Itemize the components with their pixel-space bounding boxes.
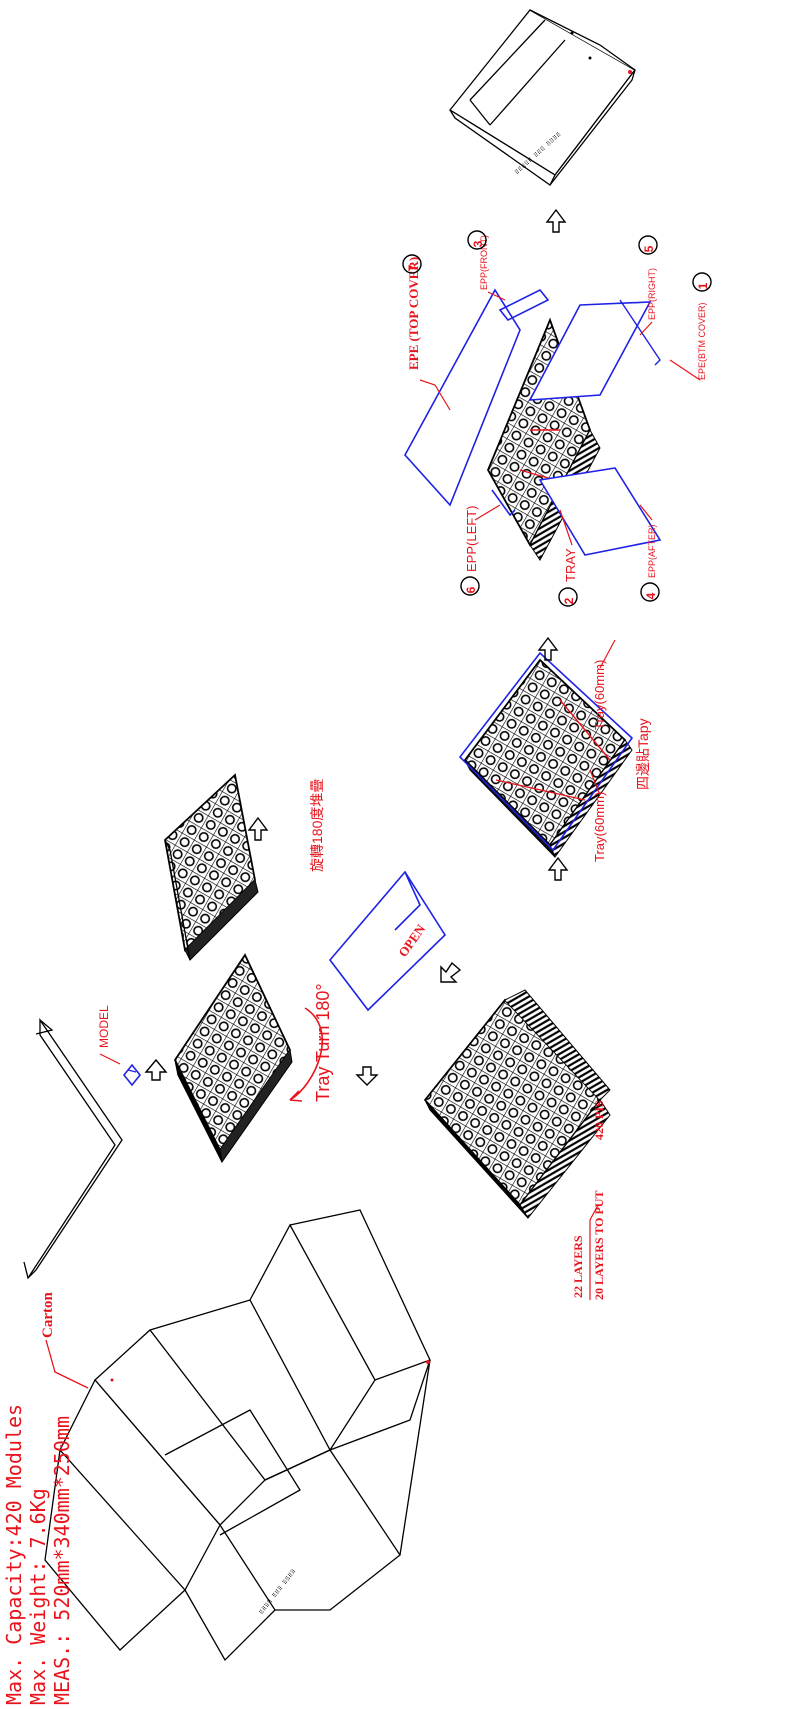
epp-left-leader	[474, 504, 501, 521]
tray-60-left-leader	[589, 769, 601, 796]
spec-meas: MEAS.: 520mm*340mm*250mm	[50, 1416, 74, 1705]
step-7-badge: 7	[402, 254, 422, 274]
epe-top-label: EPE (TOP COVER)	[406, 257, 421, 370]
tray-60-left-label: Tray(60mm)	[592, 792, 607, 862]
closed-box-drawing	[449, 9, 636, 186]
pcs-420-label: 420 PIS	[592, 1100, 606, 1140]
tray-label: TRAY	[563, 548, 578, 582]
tray-turn-arc	[289, 1007, 324, 1101]
spec-capacity: Max. Capacity:420 Modules	[2, 1404, 26, 1705]
layers-20-label: 20 LAYERS TO PUT	[592, 1191, 606, 1300]
arrow-down-left	[440, 961, 462, 983]
exploded-assembly-drawing	[404, 288, 662, 561]
arrow-up-3	[547, 856, 569, 881]
model-part	[122, 1063, 142, 1087]
flipped-tray-drawing	[164, 773, 259, 961]
tray-stack-22-drawing	[423, 989, 611, 1219]
step-3-badge: 3	[467, 230, 487, 250]
epp-front-label: EPP(FRONT)	[479, 235, 489, 290]
step-1-badge: 1	[692, 272, 712, 292]
closed-box-dot-b	[588, 56, 592, 60]
epp-after-leader	[639, 504, 653, 521]
epp-right-leader	[639, 321, 653, 336]
carton-label: Carton	[40, 1292, 56, 1338]
carton-red-dot-2	[110, 1378, 114, 1382]
svg-text:1: 1	[696, 282, 710, 289]
open-sheet-drawing	[328, 870, 447, 1012]
tray-60-right-leader	[599, 639, 616, 669]
carton-leader	[45, 1339, 89, 1389]
closed-box-red-dot	[628, 70, 632, 74]
epp-after-label: EPP(AFTER)	[647, 524, 657, 578]
taped-stack-drawing	[458, 651, 634, 859]
model-label: MODEL	[97, 1005, 111, 1048]
arrow-right-1	[355, 1066, 379, 1086]
tray-leader	[559, 509, 573, 546]
step-2-badge: 2	[558, 587, 578, 607]
epp-front-leader	[487, 291, 506, 301]
arrow-up-5	[545, 208, 567, 233]
svg-text:4: 4	[644, 592, 658, 599]
tray-60-right-label: Tray(60mm)	[592, 660, 607, 730]
layers-underline	[589, 1204, 599, 1300]
epe-btm-leader	[669, 359, 701, 381]
svg-text:3: 3	[471, 240, 485, 247]
epe-btm-label: EPE(BTM COVER)	[697, 302, 707, 380]
carton-red-dot	[426, 1360, 430, 1364]
epe-top-leader	[419, 379, 451, 411]
svg-text:2: 2	[562, 597, 576, 604]
svg-text:5: 5	[642, 245, 656, 252]
arrow-up-4	[537, 636, 559, 661]
carton-open-drawing	[44, 1209, 431, 1662]
carton-to-tray-flow-arrow	[23, 1017, 123, 1280]
step-6-badge: 6	[460, 576, 480, 596]
arrow-up-1	[144, 1058, 168, 1081]
tray-turn-label: Tray Turn 180°	[313, 983, 333, 1102]
specs-block: Max. Capacity:420 Modules Max. Weight: 7…	[2, 1404, 74, 1705]
tray-turn-arrowhead	[289, 1090, 303, 1102]
single-tray-drawing	[173, 953, 293, 1164]
closed-box-dot-a	[570, 31, 574, 35]
svg-text:7: 7	[406, 264, 420, 271]
svg-text:6: 6	[464, 586, 478, 593]
arrow-up-2	[247, 816, 269, 841]
step-5-badge: 5	[638, 235, 658, 255]
epp-right-label: EPP(RIGHT)	[647, 268, 657, 320]
layers-22-label: 22 LAYERS	[571, 1235, 585, 1298]
model-leader	[99, 1053, 121, 1065]
rotate-chinese-label: 旋轉180度堆疊	[309, 779, 325, 872]
step-4-badge: 4	[640, 582, 660, 602]
open-label: OPEN	[395, 921, 428, 960]
four-side-tape-label: 四邊貼Tapy	[635, 718, 651, 790]
spec-weight: Max. Weight: 7.6Kg	[26, 1488, 50, 1705]
epp-left-label: EPP(LEFT)	[464, 506, 479, 572]
